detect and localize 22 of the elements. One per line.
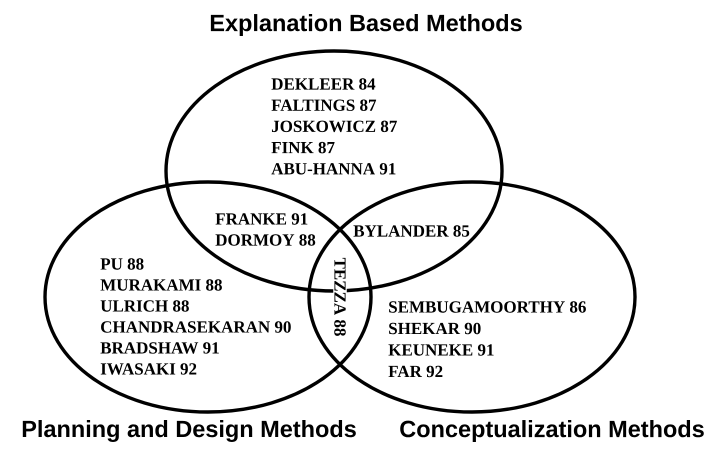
author-entry: ABU-HANNA 91 [271, 163, 396, 174]
author-entry: TEZZA 88 [333, 256, 347, 338]
author-entry: ULRICH 88 [100, 300, 189, 312]
author-entry: KEUNEKE 91 [388, 344, 494, 356]
author-entry: MURAKAMI 88 [100, 279, 222, 291]
author-entry: FINK 87 [272, 142, 335, 154]
author-entry: BRADSHAW 91 [100, 342, 219, 354]
author-entry: FAR 92 [388, 366, 442, 378]
author-entry: IWASAKI 92 [100, 363, 196, 375]
set-heading: Conceptualization Methods [400, 420, 704, 442]
author-entry: FALTINGS 87 [272, 99, 376, 111]
set-heading: Explanation Based Methods [210, 14, 522, 36]
set-heading: Planning and Design Methods [22, 420, 356, 442]
author-entry: JOSKOWICZ 87 [272, 120, 397, 132]
author-entry: BYLANDER 85 [352, 224, 471, 238]
author-entry: DORMOY 88 [214, 233, 317, 247]
author-entry: PU 88 [100, 258, 144, 270]
author-entry: DEKLEER 84 [272, 78, 376, 90]
author-entry: SEMBUGAMOORTHY 86 [389, 301, 586, 313]
author-entry: SHEKAR 90 [389, 322, 481, 334]
author-entry: CHANDRASEKARAN 90 [101, 321, 291, 333]
author-entry: FRANKE 91 [214, 212, 310, 226]
